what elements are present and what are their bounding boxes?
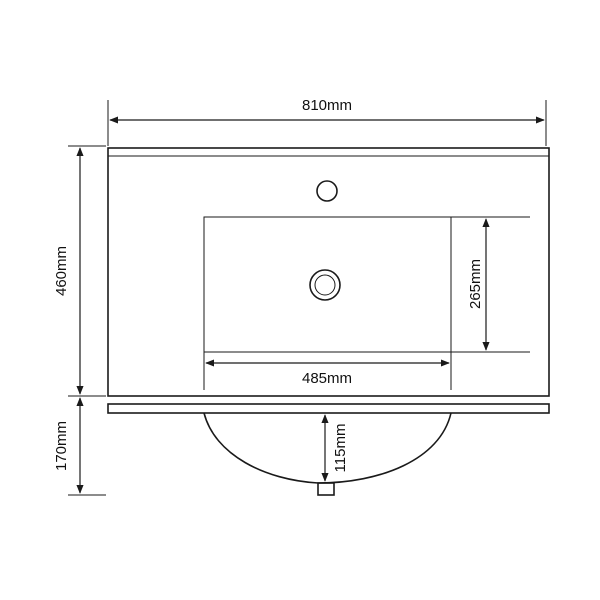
side-bowl (203, 412, 452, 484)
side-countertop (107, 403, 550, 414)
label-overall-depth: 460mm (53, 246, 70, 296)
label-basin-width: 485mm (302, 370, 352, 387)
top-view (107, 147, 550, 397)
drain-outer (309, 269, 341, 301)
label-basin-length: 265mm (467, 259, 484, 309)
dimension-arrows (76, 116, 545, 494)
side-view (107, 403, 550, 496)
faucet-hole (316, 180, 338, 202)
side-drain-outlet (317, 482, 335, 496)
extension-lines (68, 100, 547, 496)
label-inner-depth: 115mm (332, 424, 349, 473)
dimension-labels: 810mm 485mm 460mm 170mm 265mm 115mm (53, 97, 484, 472)
countertop-outline (107, 147, 550, 397)
drain-inner (314, 274, 336, 296)
label-overall-width: 810mm (302, 97, 352, 114)
basin-outline (203, 216, 452, 353)
label-bowl-depth: 170mm (53, 421, 70, 471)
